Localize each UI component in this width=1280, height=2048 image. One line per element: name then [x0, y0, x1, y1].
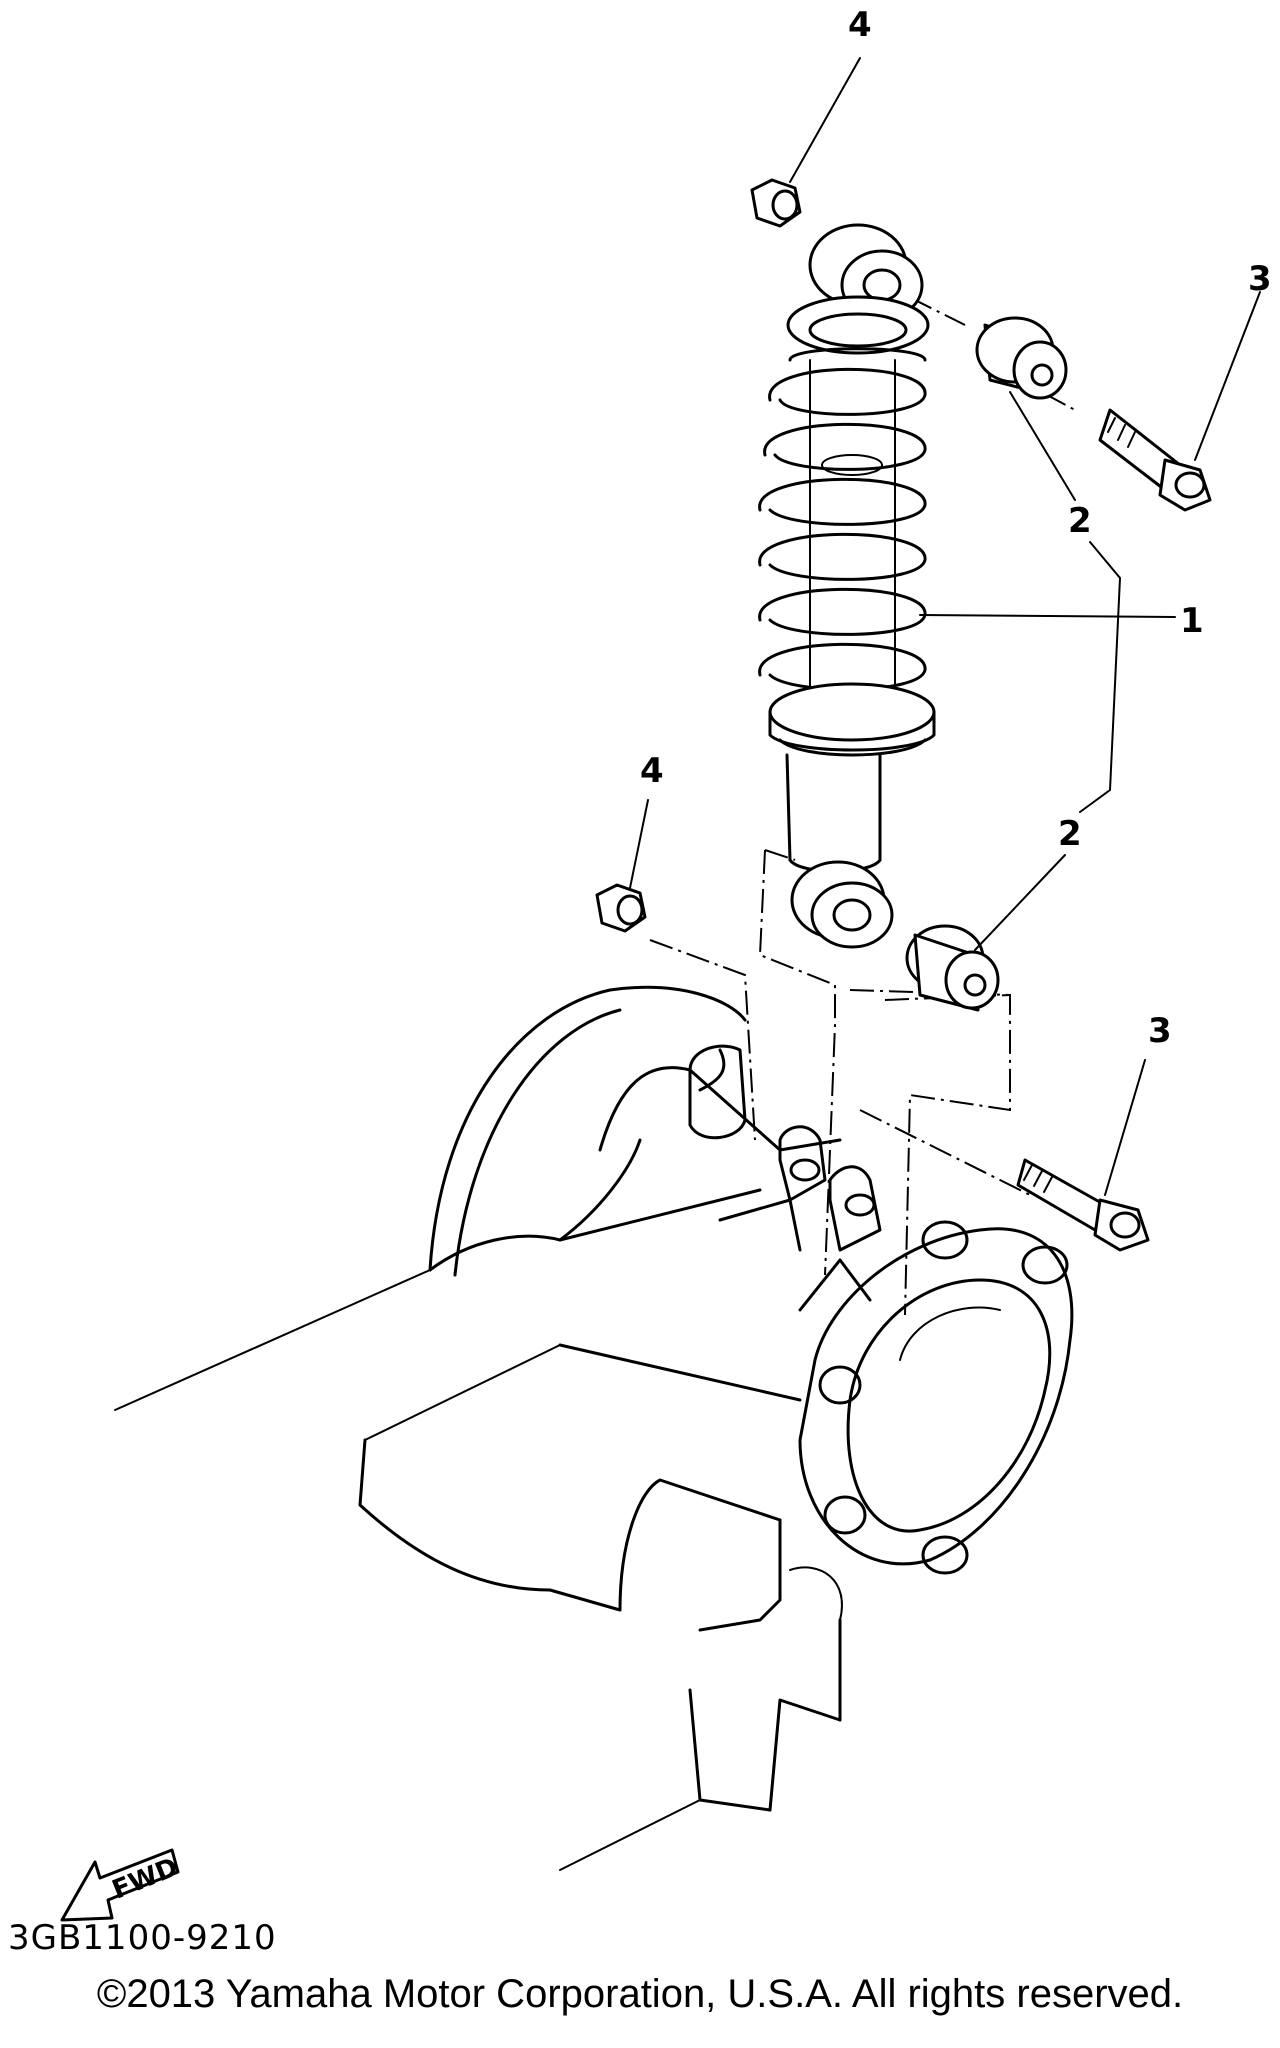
callout-part-4-upper: 4	[848, 5, 872, 45]
shock-absorber	[758, 223, 936, 949]
callout-part-4-lower: 4	[640, 751, 664, 791]
copyright-notice: ©2013 Yamaha Motor Corporation, U.S.A. A…	[96, 1972, 1184, 2016]
bushing-lower	[905, 924, 1000, 1012]
nut-upper	[750, 178, 802, 228]
callout-part-3-upper: 3	[1248, 259, 1272, 299]
diagram-code: 3GB1100-9210	[8, 1918, 277, 1958]
bolt-upper	[1098, 408, 1212, 512]
fwd-arrow-icon: FWD	[60, 1848, 182, 1922]
bolt-lower	[1016, 1158, 1150, 1252]
leader-lines	[629, 57, 1261, 1196]
callout-part-1: 1	[1180, 601, 1204, 641]
nut-lower	[595, 883, 647, 933]
callout-part-2-upper: 2	[1068, 501, 1092, 541]
axle-housing	[114, 985, 1074, 1871]
callout-part-3-lower: 3	[1148, 1011, 1172, 1051]
assembly-guide-lines	[649, 279, 1076, 1316]
callout-part-2-lower: 2	[1058, 814, 1082, 854]
bushing-upper	[975, 316, 1068, 400]
